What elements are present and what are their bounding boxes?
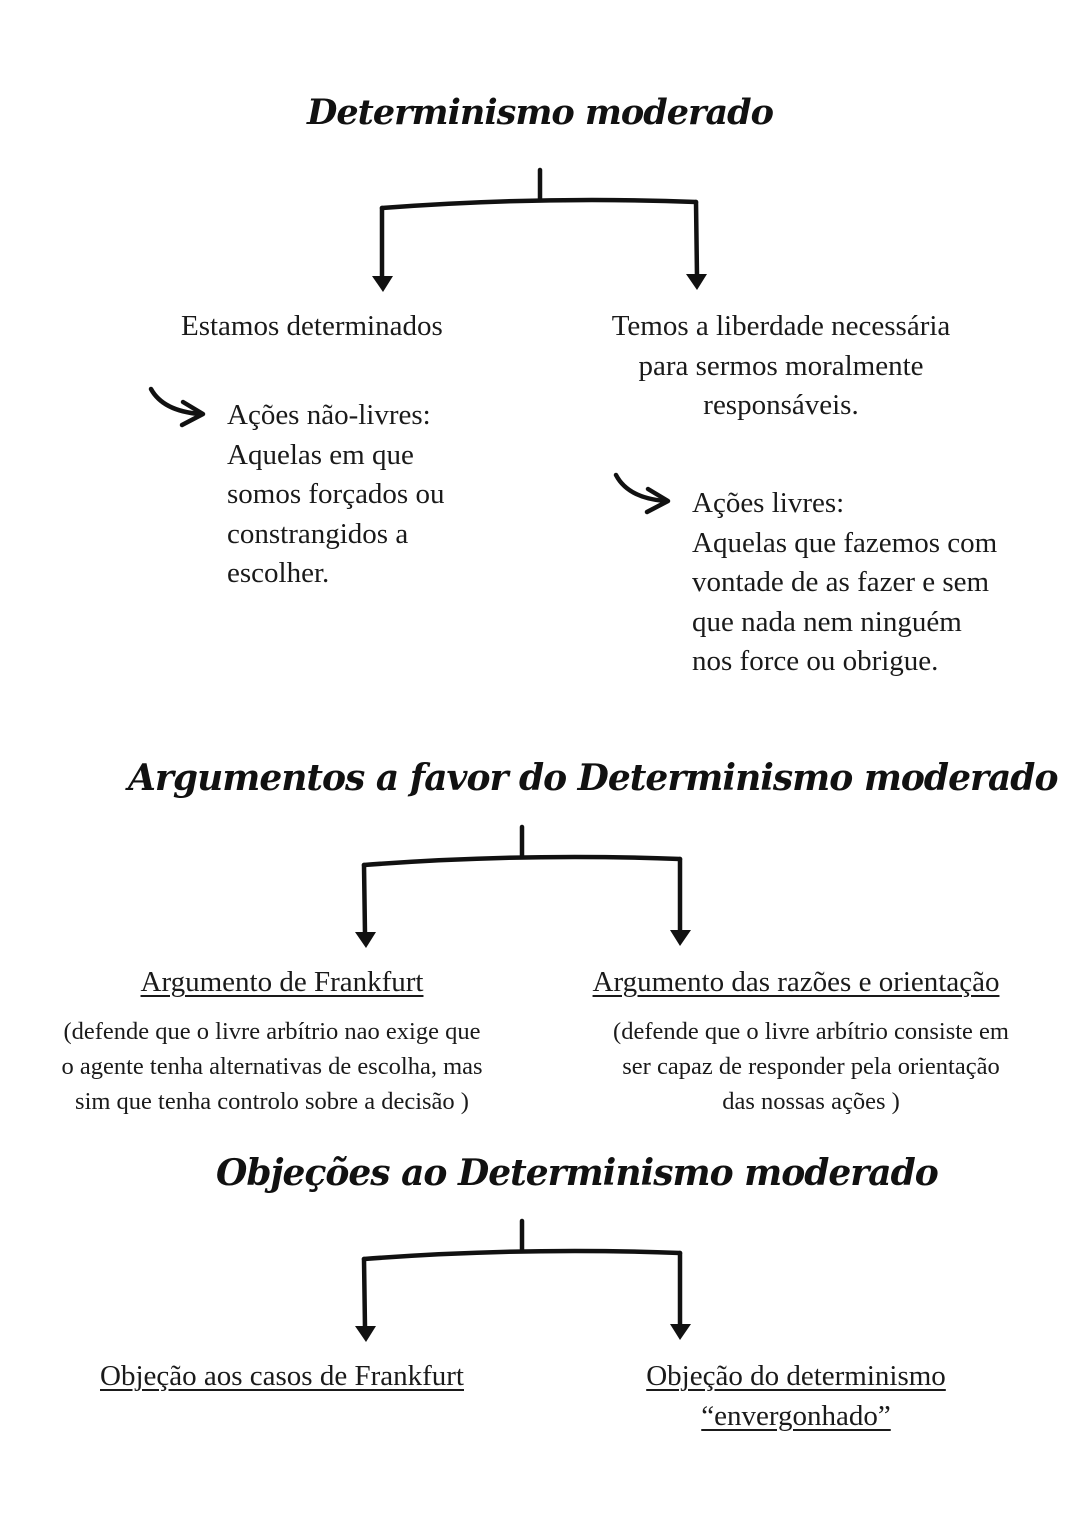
node-temos-liberdade: Temos a liberdade necessária para sermos… bbox=[571, 307, 991, 426]
detail-line: que nada nem ninguém bbox=[692, 605, 962, 638]
detail-line: somos forçados ou bbox=[227, 478, 445, 510]
detail-line: o agente tenha alternativas de escolha, … bbox=[61, 1053, 483, 1080]
detail-line: das nossas ações ) bbox=[722, 1088, 900, 1115]
node-acoes-livres: Ações livres: Aquelas que fazemos com vo… bbox=[692, 484, 997, 682]
node-acoes-nao-livres: Ações não-livres: Aquelas em que somos f… bbox=[227, 396, 444, 594]
arrow-head-left-s1 bbox=[372, 276, 393, 292]
detail-line: escolher. bbox=[227, 557, 330, 589]
arrow-head-left-s2 bbox=[355, 932, 376, 948]
detail-line: Aquelas que fazemos com bbox=[692, 526, 998, 559]
node-objecao-determinismo-envergonhado: Objeção do determinismo “envergonhado” bbox=[596, 1357, 996, 1436]
heading-line: “envergonhado” bbox=[701, 1399, 891, 1432]
arrow-head-right-s2 bbox=[670, 930, 691, 946]
arrow-head-left-s3 bbox=[355, 1326, 376, 1342]
detail-line: (defende que o livre arbítrio nao exige … bbox=[63, 1018, 481, 1045]
bracket-section3 bbox=[355, 1218, 691, 1342]
bracket-section1 bbox=[372, 167, 707, 292]
heading-line: responsáveis. bbox=[703, 389, 859, 421]
heading-line: Objeção do determinismo bbox=[646, 1360, 946, 1392]
node-objecao-casos-frankfurt: Objeção aos casos de Frankfurt bbox=[100, 1360, 464, 1392]
node-argumento-frankfurt: Argumento de Frankfurt bbox=[140, 966, 424, 998]
detail-line: Ações não-livres: bbox=[227, 399, 431, 431]
arrow-head-right-s3 bbox=[670, 1324, 691, 1340]
title-determinismo-moderado: Determinismo moderado bbox=[307, 92, 774, 133]
title-argumentos-a-favor: Argumentos a favor do Determinismo moder… bbox=[128, 757, 1058, 799]
curved-arrow-left bbox=[148, 386, 206, 428]
detail-line: constrangidos a bbox=[227, 517, 409, 550]
detail-line: ser capaz de responder pela orientação bbox=[622, 1053, 1000, 1080]
heading-line: para sermos moralmente bbox=[638, 349, 924, 382]
arrow-head-right-s1 bbox=[686, 274, 707, 290]
detail-line: Ações livres: bbox=[692, 487, 845, 519]
node-estamos-determinados: Estamos determinados bbox=[181, 310, 443, 342]
node-argumento-frankfurt-detail: (defende que o livre arbítrio nao exige … bbox=[12, 1014, 532, 1119]
detail-line: nos force ou obrigue. bbox=[692, 645, 939, 677]
detail-line: sim que tenha controlo sobre a decisão ) bbox=[75, 1088, 469, 1115]
detail-line: Aquelas em que bbox=[227, 438, 414, 471]
detail-line: (defende que o livre arbítrio consiste e… bbox=[613, 1018, 1009, 1045]
bracket-section2 bbox=[355, 824, 691, 948]
curved-arrow-right bbox=[613, 472, 671, 515]
title-objecoes: Objeções ao Determinismo moderado bbox=[216, 1152, 939, 1194]
heading-line: Temos a liberdade necessária bbox=[611, 310, 951, 342]
node-argumento-razoes-orientacao: Argumento das razões e orientação bbox=[592, 966, 1000, 998]
node-argumento-razoes-detail: (defende que o livre arbítrio consiste e… bbox=[566, 1014, 1056, 1119]
detail-line: vontade de as fazer e sem bbox=[692, 566, 990, 598]
